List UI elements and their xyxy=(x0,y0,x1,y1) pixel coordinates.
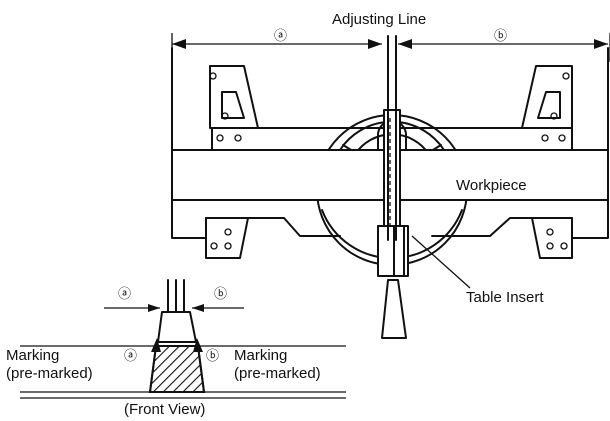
marker-a-top: ⓐ xyxy=(274,28,287,43)
label-front-view: (Front View) xyxy=(124,401,205,418)
marker-a-edge: ⓐ xyxy=(124,348,137,363)
top-view xyxy=(171,33,610,339)
left-bracket xyxy=(209,65,259,142)
front-view xyxy=(20,279,346,399)
label-marking-right: Marking xyxy=(234,347,287,364)
adjusting-line xyxy=(387,35,397,241)
cut-section xyxy=(148,345,206,393)
right-foot xyxy=(531,217,573,259)
marker-b-edge: ⓑ xyxy=(206,348,219,363)
label-pre-marked-left: (pre-marked) xyxy=(6,365,93,382)
blade-tip xyxy=(157,311,197,343)
dimension-line-top xyxy=(171,33,610,62)
marker-b-top: ⓑ xyxy=(494,28,507,43)
marker-b-front: ⓑ xyxy=(214,286,227,301)
label-table-insert: Table Insert xyxy=(466,289,544,306)
label-adjusting-line: Adjusting Line xyxy=(332,11,426,28)
right-bracket xyxy=(521,65,573,142)
table-insert-leader xyxy=(411,235,471,289)
label-marking-left: Marking xyxy=(6,347,59,364)
label-pre-marked-right: (pre-marked) xyxy=(234,365,321,382)
left-foot xyxy=(205,217,249,259)
label-workpiece: Workpiece xyxy=(456,177,527,194)
handle xyxy=(381,279,407,339)
blade-and-insert xyxy=(377,109,409,339)
marker-a-front: ⓐ xyxy=(118,286,131,301)
